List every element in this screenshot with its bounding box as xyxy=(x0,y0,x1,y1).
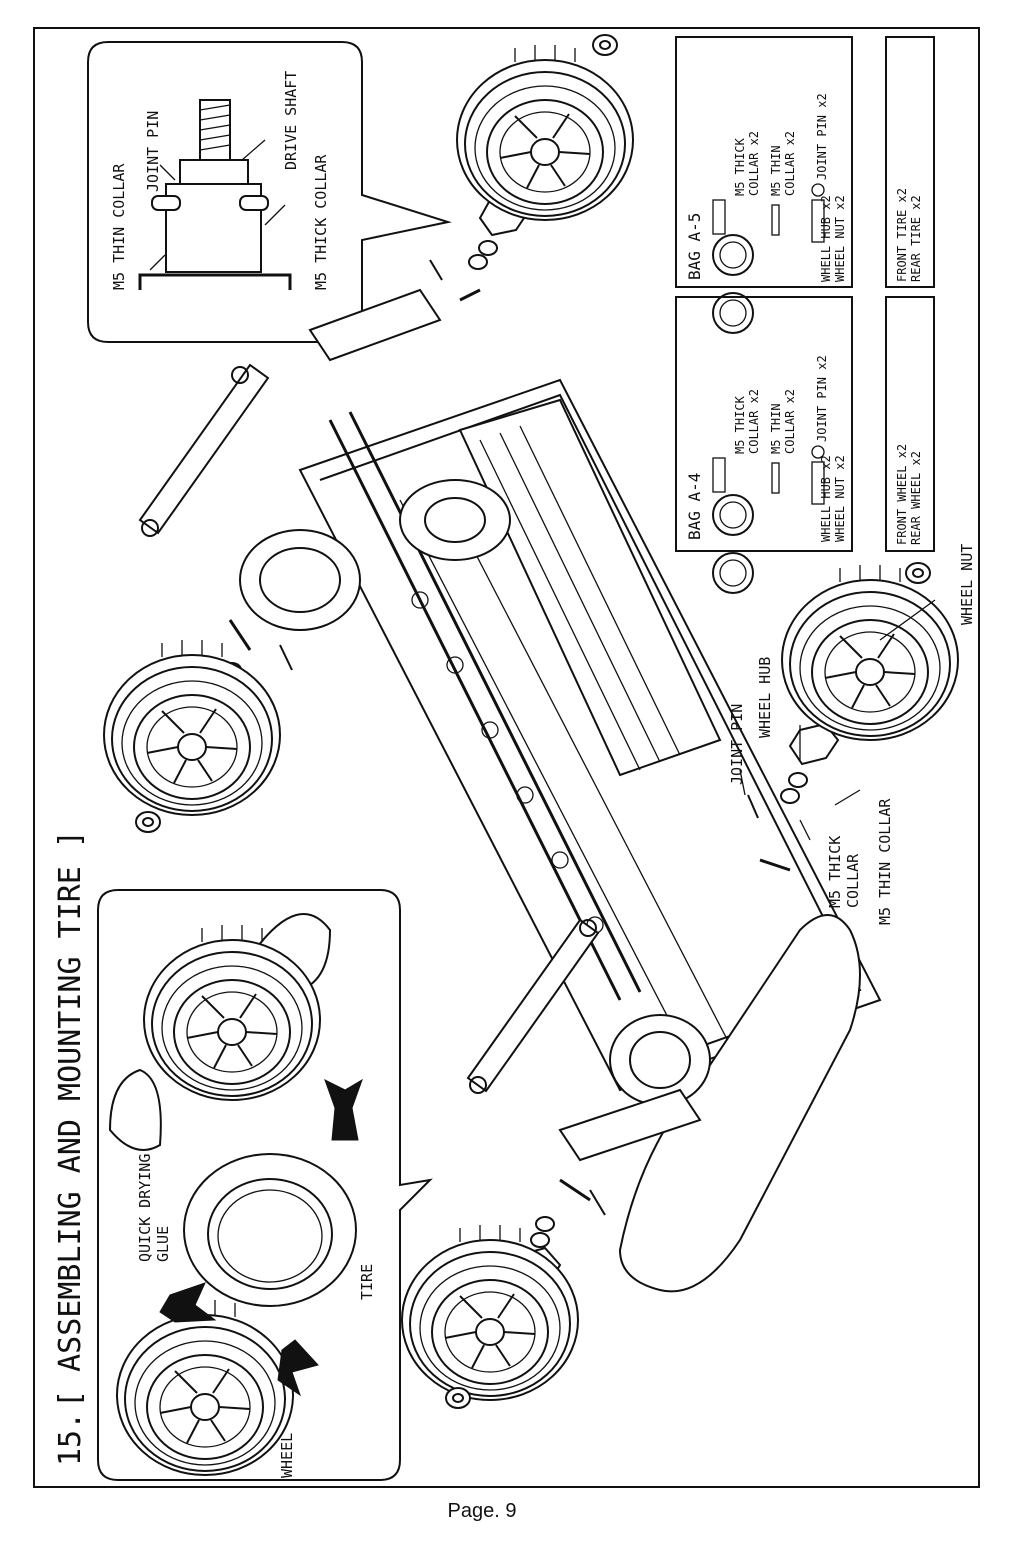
front-left-wheel-icon xyxy=(401,1224,579,1401)
rim-icon xyxy=(116,1299,294,1476)
bag-a4-wheel-nut: WHEEL NUT x2 xyxy=(833,455,847,542)
bag-a5-joint-pin: JOINT PIN x2 xyxy=(815,93,829,180)
detail-label-joint-pin: JOINT PIN xyxy=(144,111,162,192)
detail-label-drive-shaft: DRIVE SHAFT xyxy=(282,71,300,170)
bag-a4-title: BAG A-4 xyxy=(685,473,704,540)
section-title: [ ASSEMBLING AND MOUNTING TIRE ] xyxy=(53,830,88,1408)
bag-a5-title: BAG A-5 xyxy=(685,213,704,280)
wheels-front: FRONT WHEEL x2 xyxy=(895,444,909,545)
bag-a5-wheel-nut: WHEEL NUT x2 xyxy=(833,195,847,282)
tires-box: FRONT TIRE x2 REAR TIRE x2 xyxy=(885,36,935,288)
wheel-nut-icon xyxy=(592,34,618,56)
detail-label-thin-collar: M5 THIN COLLAR xyxy=(110,163,128,290)
glue-label: GLUE xyxy=(154,1226,172,1262)
callout-thin-collar: M5 THIN COLLAR xyxy=(876,798,894,925)
callout-thick-collar: COLLAR xyxy=(844,853,862,908)
wheel-nut-icon xyxy=(445,1387,471,1409)
callout-wheel-nut: WHEEL NUT xyxy=(958,544,976,625)
tire-assembly-panel: QUICK DRYING GLUE TIRE WHEEL xyxy=(97,889,433,1481)
bag-a4-thin-collar: M5 THIN xyxy=(769,403,783,454)
arrow-icon xyxy=(159,1282,217,1323)
glue-label: QUICK DRYING xyxy=(136,1154,154,1262)
bag-a5-wheel-hub: WHELL HUB x2 xyxy=(819,195,833,282)
page-frame xyxy=(33,27,980,1488)
arrow-icon xyxy=(277,1339,319,1397)
detail-label-thick-collar: M5 THICK COLLAR xyxy=(312,154,330,290)
wheels-box: FRONT WHEEL x2 REAR WHEEL x2 xyxy=(885,296,935,552)
rear-left-wheel-icon xyxy=(103,639,281,816)
callout-thick-collar: M5 THICK xyxy=(826,836,844,908)
bag-a5-thick-collar: COLLAR x2 xyxy=(747,131,761,196)
joint-detail-panel: M5 THIN COLLAR JOINT PIN DRIVE SHAFT M5 … xyxy=(87,41,452,343)
page-number: Page. 9 xyxy=(447,1500,517,1522)
tire-label: TIRE xyxy=(358,1264,376,1300)
wheel-nut-icon xyxy=(905,562,931,584)
wheel-label: WHEEL xyxy=(278,1433,296,1478)
tires-front: FRONT TIRE x2 xyxy=(895,188,909,282)
wheel-nut-icon xyxy=(135,811,161,833)
bag-a5-thin-collar: COLLAR x2 xyxy=(783,131,797,196)
bare-tire-icon xyxy=(183,1153,357,1307)
tires-rear: REAR TIRE x2 xyxy=(909,195,923,282)
arrow-icon xyxy=(324,1078,363,1141)
wheels-rear: REAR WHEEL x2 xyxy=(909,451,923,545)
bag-a4-box: BAG A-4 M5 THICK COLLAR x2 M5 THIN COLLA… xyxy=(675,296,853,594)
bag-a4-thick-collar: M5 THICK xyxy=(733,395,747,454)
bag-a5-thick-collar: M5 THICK xyxy=(733,137,747,196)
section-heading: 15. [ ASSEMBLING AND MOUNTING TIRE ] xyxy=(53,830,88,1466)
callout-joint-pin: JOINT PIN xyxy=(728,704,746,785)
rear-right-wheel-icon xyxy=(456,44,634,221)
callout-wheel-hub: WHEEL HUB xyxy=(756,657,774,738)
bag-a5-box: BAG A-5 M5 THICK COLLAR x2 M5 THIN COLLA… xyxy=(675,36,853,334)
bag-a5-thin-collar: M5 THIN xyxy=(769,145,783,196)
section-number: 15. xyxy=(53,1412,88,1466)
chassis-illustration xyxy=(138,193,882,1293)
bag-a4-thick-collar: COLLAR x2 xyxy=(747,389,761,454)
bag-a4-thin-collar: COLLAR x2 xyxy=(783,389,797,454)
bag-a4-wheel-hub: WHELL HUB x2 xyxy=(819,455,833,542)
front-right-wheel-icon xyxy=(781,564,959,741)
bag-a4-joint-pin: JOINT PIN x2 xyxy=(815,355,829,442)
